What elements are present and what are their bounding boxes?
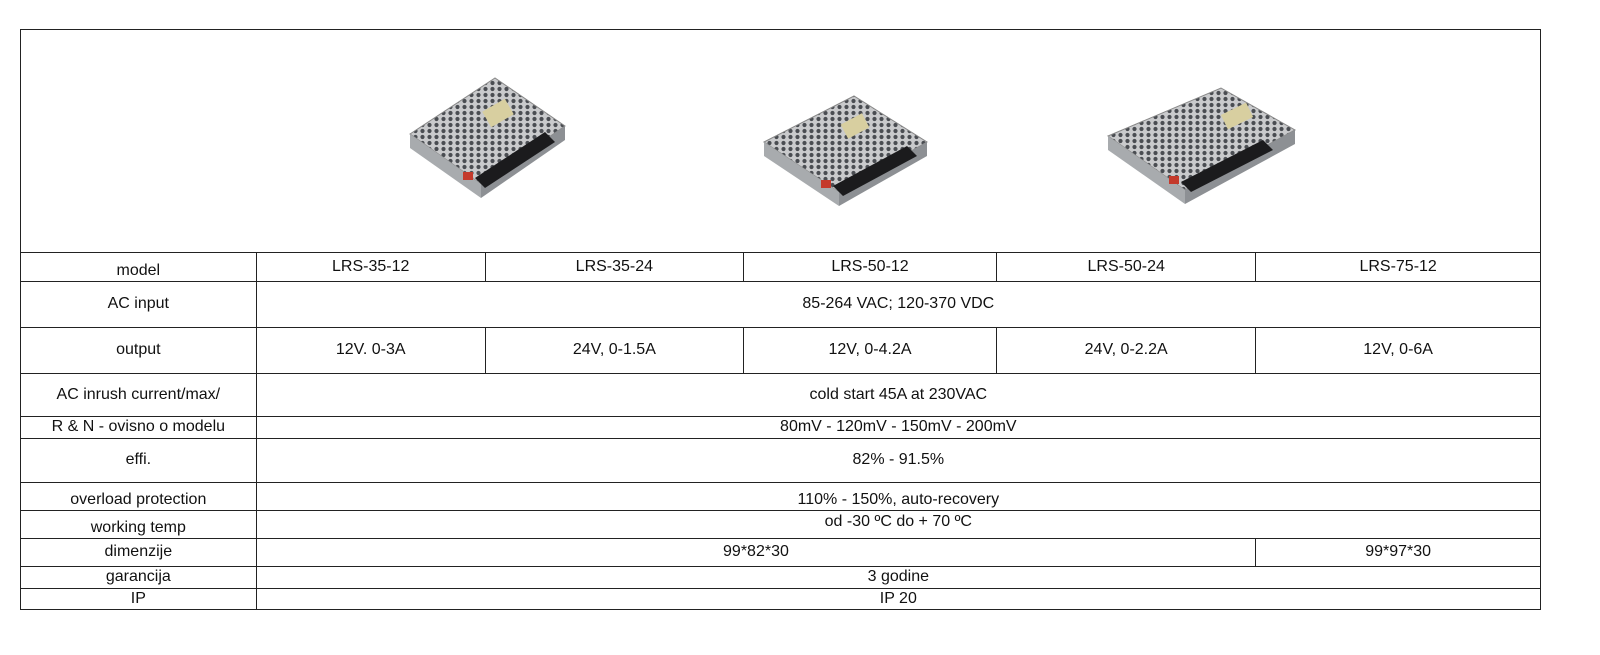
- row-label: R & N - ovisno o modelu: [21, 415, 257, 439]
- warranty-value: 3 godine: [255, 565, 1540, 589]
- spec-table: model LRS-35-12 LRS-35-24 LRS-50-12 LRS-…: [21, 253, 1540, 610]
- rn-value: 80mV - 120mV - 150mV - 200mV: [255, 415, 1540, 439]
- row-label: IP: [21, 587, 257, 610]
- model-cell: LRS-35-24: [484, 253, 744, 282]
- effi-value: 82% - 91.5%: [255, 437, 1540, 483]
- product-photo-lrs-35: [405, 74, 585, 199]
- row-ac-input: AC input 85-264 VAC; 120-370 VDC: [21, 280, 1540, 328]
- model-cell: LRS-35-12: [255, 253, 486, 282]
- output-cell: 12V, 0-6A: [1255, 326, 1540, 374]
- row-temp: working temp od -30 ºC do + 70 ºC: [21, 509, 1540, 539]
- row-overload: overload protection 110% - 150%, auto-re…: [21, 481, 1540, 511]
- row-label: effi.: [21, 437, 257, 483]
- row-label: working temp: [21, 509, 257, 539]
- output-cell: 24V, 0-1.5A: [484, 326, 744, 374]
- row-effi: effi. 82% - 91.5%: [21, 437, 1540, 483]
- product-photo-lrs-75: [1103, 84, 1303, 209]
- row-output: output 12V. 0-3A 24V, 0-1.5A 12V, 0-4.2A…: [21, 326, 1540, 374]
- inrush-value: cold start 45A at 230VAC: [255, 372, 1540, 417]
- output-cell: 12V. 0-3A: [255, 326, 486, 374]
- row-label: garancija: [21, 565, 257, 589]
- row-ip: IP IP 20: [21, 587, 1540, 610]
- ip-value: IP 20: [255, 587, 1540, 610]
- output-cell: 12V, 0-4.2A: [742, 326, 998, 374]
- temp-value: od -30 ºC do + 70 ºC: [255, 509, 1540, 539]
- product-photo-lrs-50: [759, 92, 939, 212]
- row-model: model LRS-35-12 LRS-35-24 LRS-50-12 LRS-…: [21, 253, 1540, 282]
- output-cell: 24V, 0-2.2A: [996, 326, 1257, 374]
- product-image-row: [21, 30, 1540, 253]
- dim-value-b: 99*97*30: [1255, 537, 1540, 567]
- dim-value-a: 99*82*30: [255, 537, 1257, 567]
- model-cell: LRS-50-24: [996, 253, 1257, 282]
- row-rn: R & N - ovisno o modelu 80mV - 120mV - 1…: [21, 415, 1540, 439]
- row-dim: dimenzije 99*82*30 99*97*30: [21, 537, 1540, 567]
- row-label: dimenzije: [21, 537, 257, 567]
- row-inrush: AC inrush current/max/ cold start 45A at…: [21, 372, 1540, 417]
- model-cell: LRS-75-12: [1255, 253, 1540, 282]
- row-label: overload protection: [21, 481, 257, 511]
- ac-input-value: 85-264 VAC; 120-370 VDC: [255, 280, 1540, 328]
- spec-sheet: model LRS-35-12 LRS-35-24 LRS-50-12 LRS-…: [20, 29, 1541, 610]
- model-cell: LRS-50-12: [742, 253, 998, 282]
- row-label: AC inrush current/max/: [21, 372, 257, 417]
- row-label: output: [21, 326, 257, 374]
- overload-value: 110% - 150%, auto-recovery: [255, 481, 1540, 511]
- row-warranty: garancija 3 godine: [21, 565, 1540, 589]
- row-label: model: [21, 253, 257, 282]
- row-label: AC input: [21, 280, 257, 328]
